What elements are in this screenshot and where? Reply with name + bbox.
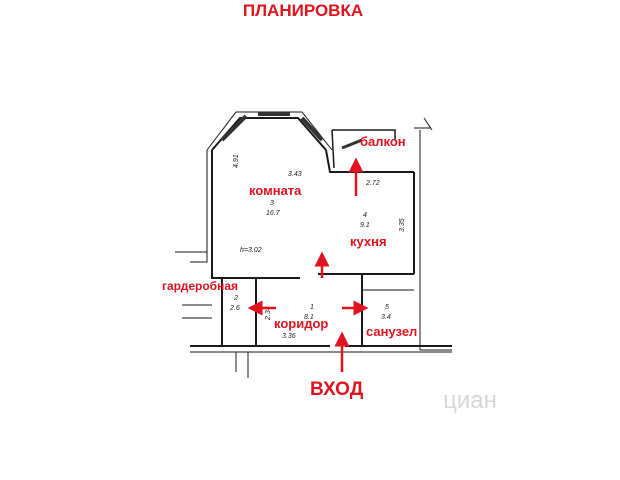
label-wardrobe: гардеробная xyxy=(162,279,238,293)
corridor-area: 8.1 xyxy=(304,314,314,321)
page-title: ПЛАНИРОВКА xyxy=(243,1,363,20)
wardrobe-dim-side: 2.34 xyxy=(265,306,272,321)
wardrobe-number: 2 xyxy=(233,295,238,302)
kitchen-area: 9.1 xyxy=(360,222,370,229)
label-entrance: ВХОД xyxy=(310,379,364,400)
label-balcony: балкон xyxy=(360,134,406,149)
watermark: циан xyxy=(443,387,497,414)
kitchen-dim-side: 3.35 xyxy=(399,218,406,232)
flow-arrows xyxy=(247,157,369,372)
wardrobe-area: 2.6 xyxy=(229,305,240,312)
bathroom-area: 3.4 xyxy=(381,314,391,321)
label-room: комната xyxy=(249,183,302,198)
ceiling-height: h=3.02 xyxy=(240,247,262,254)
kitchen-number: 4 xyxy=(363,212,367,219)
corridor-number: 1 xyxy=(310,304,314,311)
label-bathroom: санузел xyxy=(366,324,417,339)
room-dim-top: 3.43 xyxy=(288,171,302,178)
corridor-dim-bottom: 3.36 xyxy=(282,333,296,340)
bathroom-number: 5 xyxy=(385,304,389,311)
label-kitchen: кухня xyxy=(350,234,387,249)
room-area: 16.7 xyxy=(266,210,281,217)
label-corridor: коридор xyxy=(274,316,328,331)
room-number: 3 xyxy=(270,200,274,207)
room-dim-side: 4.91 xyxy=(233,154,240,168)
kitchen-dim-top: 2.72 xyxy=(365,180,380,187)
